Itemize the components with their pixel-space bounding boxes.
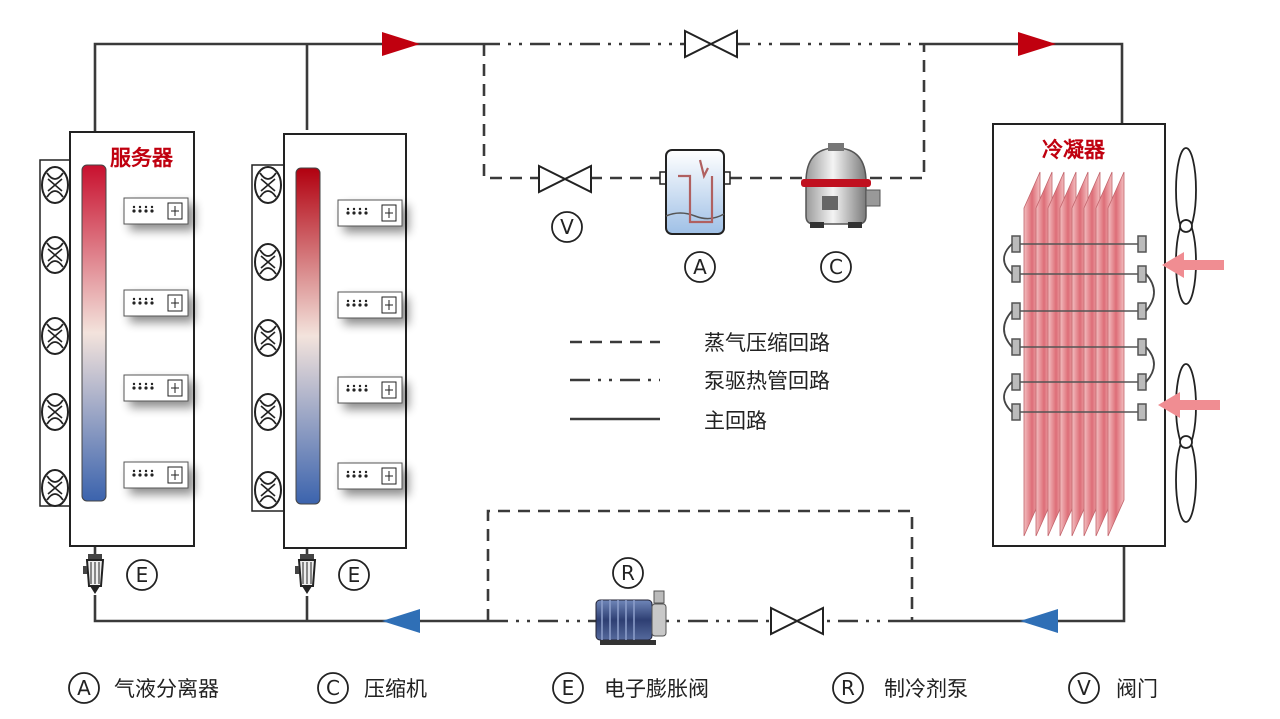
legend-expansion-valve: 电子膨胀阀 <box>604 677 709 701</box>
legend-valve: 阀门 <box>1116 677 1158 701</box>
svg-text:E: E <box>348 563 361 587</box>
legend-label-pump: 泵驱热管回路 <box>704 369 830 393</box>
svg-text:R: R <box>841 676 855 700</box>
flow-arrow-hot-2 <box>1018 32 1056 56</box>
flow-arrow-cold-1 <box>382 609 420 633</box>
svg-text:V: V <box>1077 676 1091 700</box>
pump-loop-lines <box>480 42 920 623</box>
valve-bottom <box>770 607 824 635</box>
heat-pipe-1 <box>81 164 107 502</box>
valve-v: V <box>538 165 592 243</box>
main-loop-lines <box>93 42 1126 623</box>
condenser-fan-2 <box>1175 363 1197 523</box>
legend-compressor: 压缩机 <box>364 677 427 701</box>
flow-arrow-hot-1 <box>382 32 420 56</box>
server-rack-2 <box>251 133 407 549</box>
legend-label-vapor: 蒸气压缩回路 <box>704 331 830 355</box>
condenser-label: 冷凝器 <box>1042 138 1106 162</box>
legend-label-main: 主回路 <box>704 409 767 433</box>
svg-text:V: V <box>560 215 574 239</box>
compressor: C <box>801 143 881 283</box>
refrigerant-pump: R <box>595 557 667 645</box>
vapor-loop-lines <box>482 44 926 621</box>
legend-separator: 气液分离器 <box>114 677 219 701</box>
condenser: 冷凝器 <box>992 123 1166 547</box>
flow-arrow-cold-2 <box>1020 609 1058 633</box>
server-label: 服务器 <box>110 146 174 170</box>
gas-liquid-separator: A <box>659 149 731 283</box>
line-legend: 蒸气压缩回路 泵驱热管回路 主回路 <box>570 331 830 433</box>
condenser-fan-1 <box>1175 147 1197 305</box>
svg-text:E: E <box>562 676 575 700</box>
expansion-valve-2: E <box>294 553 370 595</box>
svg-text:A: A <box>693 255 707 279</box>
heat-pipe-2 <box>295 167 321 505</box>
server-rack-1: 服务器 <box>39 131 195 547</box>
expansion-valve-1: E <box>82 553 158 595</box>
svg-text:A: A <box>77 676 91 700</box>
legend-pump: 制冷剂泵 <box>884 677 968 701</box>
component-legend: A 气液分离器 C 压缩机 E 电子膨胀阀 R 制冷剂泵 V 阀门 <box>68 672 1158 704</box>
svg-text:E: E <box>136 563 149 587</box>
air-inflow-arrows <box>1158 252 1224 418</box>
svg-text:R: R <box>621 561 635 585</box>
valve-top <box>684 30 738 58</box>
svg-text:C: C <box>829 255 843 279</box>
svg-text:C: C <box>326 676 340 700</box>
